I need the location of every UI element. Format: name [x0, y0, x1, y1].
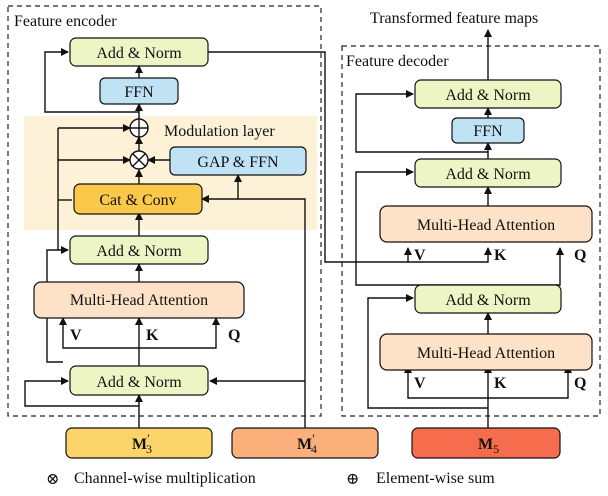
encoder-add-norm-bottom-label: Add & Norm [96, 374, 182, 391]
encoder-v-label: V [70, 327, 82, 344]
feature-decoder-title: Feature decoder [346, 53, 449, 70]
decoder-mha-top-label: Multi-Head Attention [417, 217, 555, 234]
decoder-k-bottom-label: K [494, 375, 507, 392]
input-m3-box [65, 427, 213, 459]
encoder-ffn [99, 77, 179, 105]
encoder-gap-ffn-label: GAP & FFN [197, 154, 279, 171]
decoder-ffn-label: FFN [473, 123, 503, 140]
modulation-layer-title: Modulation layer [164, 123, 275, 140]
decoder-q-top-label: Q [574, 247, 586, 264]
encoder-multi-head-attention [33, 281, 245, 319]
decoder-v-top-label: V [414, 247, 426, 264]
encoder-cat-conv-label: Cat & Conv [99, 192, 176, 209]
decoder-add-norm-2-label: Add & Norm [445, 166, 531, 183]
legend-channel-symbol: ⊗ [46, 471, 59, 488]
encoder-add-norm-top [69, 37, 209, 67]
encoder-mha-label: Multi-Head Attention [70, 292, 208, 309]
input-m5-label: M5 [478, 436, 499, 456]
decoder-add-norm-top [414, 79, 562, 109]
encoder-ffn-label: FFN [124, 84, 154, 101]
input-m5-box [411, 427, 561, 459]
encoder-add-norm-mid [69, 235, 209, 265]
encoder-cat-conv [73, 183, 203, 215]
decoder-add-norm-top-label: Add & Norm [445, 87, 531, 104]
decoder-k-top-label: K [494, 247, 507, 264]
encoder-edges [24, 48, 492, 428]
input-m4-label: M′4 [297, 431, 317, 456]
encoder-gap-ffn [169, 146, 307, 176]
decoder-add-norm-2 [414, 158, 562, 188]
decoder-multi-head-attention-bottom [379, 333, 593, 371]
legend-sum-symbol: ⊕ [346, 471, 359, 488]
decoder-add-norm-3-label: Add & Norm [445, 292, 531, 309]
legend-sum-text: Element-wise sum [376, 470, 495, 487]
legend-channel-text: Channel-wise multiplication [74, 470, 256, 487]
encoder-k-label: K [146, 327, 159, 344]
encoder-add-norm-mid-label: Add & Norm [96, 243, 182, 260]
decoder-ffn [451, 117, 525, 144]
decoder-add-norm-3 [414, 284, 562, 314]
feature-encoder-title: Feature encoder [14, 13, 117, 30]
encoder-add-norm-top-label: Add & Norm [96, 45, 182, 62]
input-m3-label: M′3 [132, 431, 152, 456]
decoder-multi-head-attention-top [379, 205, 593, 243]
feature-encoder-frame [7, 5, 322, 417]
encoder-q-label: Q [228, 327, 240, 344]
decoder-edges [355, 29, 572, 428]
encoder-add-norm-bottom [69, 365, 209, 396]
decoder-mha-bottom-label: Multi-Head Attention [417, 345, 555, 362]
feature-decoder-frame [341, 45, 601, 417]
output-title: Transformed feature maps [370, 10, 538, 27]
decoder-v-bottom-label: V [414, 375, 426, 392]
input-m4-box [231, 427, 379, 459]
decoder-q-bottom-label: Q [574, 375, 586, 392]
